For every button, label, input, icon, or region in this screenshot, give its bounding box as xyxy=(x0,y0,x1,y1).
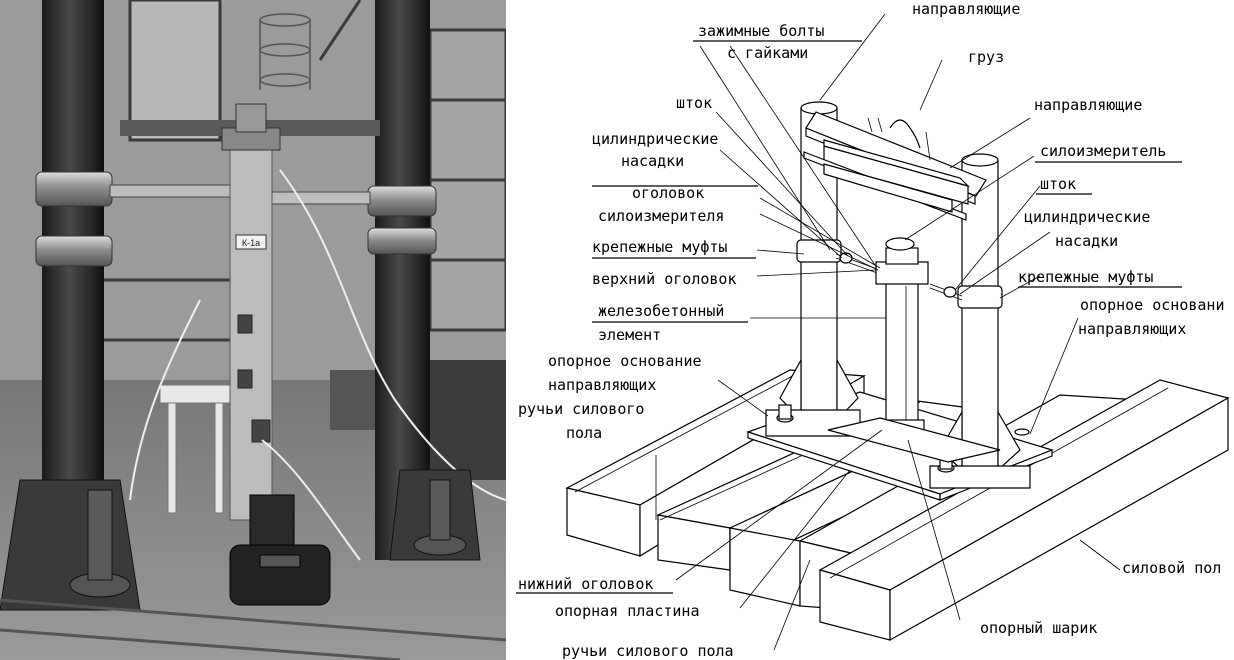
label-headpiece-line2: силоизмерителя xyxy=(598,207,724,225)
strain-gauges xyxy=(237,314,271,443)
reinforced-concrete-element xyxy=(827,237,1001,463)
label-fixing-sleeves-right: крепежные муфты xyxy=(1018,268,1153,286)
label-rc-element-line1: железобетонный xyxy=(598,302,724,320)
top-guides-and-weight xyxy=(803,111,987,221)
background-shelving xyxy=(100,0,506,342)
right-clamp-upper xyxy=(367,185,437,217)
top-cage xyxy=(259,13,311,90)
label-power-floor: силовой пол xyxy=(1122,559,1221,577)
label-cyl-right-line2: насадки xyxy=(1055,232,1118,250)
label-lower-headpiece: нижний оголовок xyxy=(518,575,653,593)
label-base-left-line2: направляющих xyxy=(548,376,656,394)
device-tag xyxy=(235,234,267,250)
label-base-right-line2: направляющих xyxy=(1078,320,1186,338)
left-clamp-upper xyxy=(35,171,113,207)
floor-rails xyxy=(0,598,506,660)
right-clamp-lower xyxy=(367,227,437,255)
label-underlines xyxy=(516,40,1182,594)
label-upper-headpiece: верхний оголовок xyxy=(592,270,737,288)
device-tag-text: К-1а xyxy=(242,238,260,248)
label-floor-channels-line1: ручьи силового xyxy=(518,400,644,418)
stool xyxy=(159,384,231,514)
label-base-left-line1: опорное основание xyxy=(548,352,702,370)
label-cyl-left-line2: насадки xyxy=(621,152,684,170)
label-support-plate: опорная пластина xyxy=(555,602,700,620)
right-column xyxy=(375,0,430,560)
clutter-right xyxy=(420,360,506,480)
label-floor-channels-bottom: ручьи силового пола xyxy=(562,642,734,660)
label-floor-channels-line2: пола xyxy=(566,424,602,442)
right-rod xyxy=(267,191,371,205)
leader-lines xyxy=(655,13,1121,651)
label-rod-right: шток xyxy=(1040,175,1076,193)
weight xyxy=(229,494,331,606)
label-headpiece-line1: оголовок xyxy=(632,184,704,202)
lab-photo: К-1а xyxy=(0,0,506,660)
label-guides-top: направляющие xyxy=(912,0,1020,18)
label-cyl-right-line1: цилиндрические xyxy=(1024,208,1150,226)
label-force-meter: силоизмеритель xyxy=(1040,142,1166,160)
label-base-right-line1: опорное основани xyxy=(1080,296,1225,314)
left-clamp-lower xyxy=(35,235,113,267)
label-rc-element-line2: элемент xyxy=(598,326,661,344)
label-clamp-bolts-line2: с гайками xyxy=(727,44,808,62)
label-support-ball: опорный шарик xyxy=(980,619,1097,637)
diagram-labels: направляющие зажимные болты с гайками гр… xyxy=(518,0,1225,660)
label-weight: груз xyxy=(968,48,1004,66)
left-rod xyxy=(109,184,241,198)
label-cyl-left-line1: цилиндрические xyxy=(592,130,718,148)
label-clamp-bolts-line1: зажимные болты xyxy=(698,22,824,40)
label-guides-right: направляющие xyxy=(1034,96,1142,114)
label-rod-left: шток xyxy=(676,94,712,112)
column-bases xyxy=(0,469,481,611)
test-rig-diagram: направляющие зажимные болты с гайками гр… xyxy=(506,0,1234,660)
label-fixing-sleeves-left: крепежные муфты xyxy=(592,238,727,256)
